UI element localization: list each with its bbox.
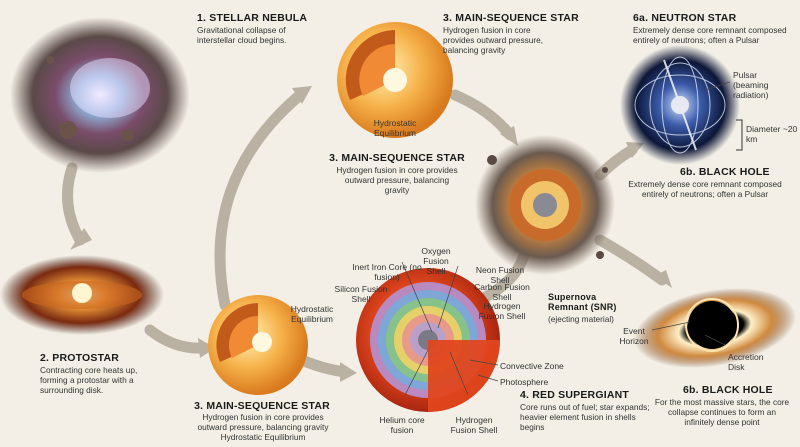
arrowhead-5 <box>500 126 518 146</box>
neutron-title: 6a. NEUTRON STAR <box>633 12 737 24</box>
neutron-desc: Extremely dense core remnant composed en… <box>633 25 787 45</box>
arrow-ms-to-sn <box>449 89 516 141</box>
black-hole-illustration <box>633 287 797 369</box>
ms-bottom-title: 3. MAIN-SEQUENCE STAR <box>194 400 330 412</box>
ms-top-title: 3. MAIN-SEQUENCE STAR <box>443 12 579 24</box>
label-inert-iron-core: Inert Iron Core (no fusion) <box>352 262 422 283</box>
arrowhead-3 <box>340 362 357 382</box>
protostar-title: 2. PROTOSTAR <box>40 352 120 364</box>
neutron-star-illustration <box>620 45 740 165</box>
label-neon-shell: Neon Fusion Shell <box>475 265 525 286</box>
bh-bottom-desc: For the most massive stars, the core col… <box>654 397 790 427</box>
label-hydrogen-shell-upper: Hydrogen Fusion Shell <box>478 301 526 322</box>
nebula-illustration <box>10 17 190 173</box>
diameter-bracket <box>736 119 743 151</box>
label-convective-zone: Convective Zone <box>500 361 564 371</box>
accretion-disk-label: Accretion Disk <box>728 352 764 373</box>
label-photosphere: Photosphere <box>500 377 549 387</box>
ms-top-desc: Hydrogen fusion in core provides outward… <box>443 25 544 55</box>
bh-mid-desc: Extremely dense core remnant composed en… <box>628 179 782 199</box>
ms-bottom-desc: Hydrogen fusion in core provides outward… <box>197 412 329 442</box>
arrow-nebula-to-protostar <box>62 162 86 246</box>
bh-mid-title: 6b. BLACK HOLE <box>680 166 770 178</box>
ms-mid-desc: Hydrogen fusion in core provides outward… <box>336 165 458 195</box>
red-supergiant-desc: Core runs out of fuel; star expands; hea… <box>520 402 650 432</box>
diameter-label: Diameter ~20 km <box>746 124 798 145</box>
arrowhead-1 <box>70 228 92 250</box>
arrowhead-8 <box>654 270 672 288</box>
arrowhead-4 <box>292 86 312 104</box>
nebula-title: 1. STELLAR NEBULA <box>197 12 308 24</box>
nebula-desc: Gravitational collapse of interstellar c… <box>197 25 287 45</box>
protostar-illustration <box>0 255 164 335</box>
arrowhead-2 <box>198 338 215 358</box>
ms-mid-title: 3. MAIN-SEQUENCE STAR <box>329 152 465 164</box>
ms-top-equilibrium-label: Hydrostatic Equilibrium <box>373 118 417 139</box>
label-oxygen-shell: Oxygen Fusion Shell <box>421 246 451 277</box>
arrow-sn-to-bh <box>594 234 668 286</box>
supernova-title: Supernova Remnant (SNR) <box>548 292 617 312</box>
label-hydrogen-shell-lower: Hydrogen Fusion Shell <box>450 415 498 436</box>
arrow-protostar-to-ms <box>144 324 211 354</box>
label-carbon-shell: Carbon Fusion Shell <box>474 282 530 303</box>
main-sequence-star-top <box>337 22 453 138</box>
bh-bottom-title: 6b. BLACK HOLE <box>683 384 773 396</box>
pulsar-label: Pulsar (beaming radiation) <box>733 70 769 101</box>
supernova-desc: (ejecting material) <box>548 314 614 324</box>
protostar-desc: Contracting core heats up, forming a pro… <box>40 365 138 395</box>
main-sequence-star-bottom <box>208 295 308 395</box>
arrow-loop-up <box>214 89 306 311</box>
ms-bottom-equilibrium-label: Hydrostatic Equilibrium <box>290 304 334 325</box>
label-silicon-shell: Silicon Fusion Shell <box>334 284 388 305</box>
event-horizon-label: Event Horizon <box>619 326 649 347</box>
label-helium-core: Helium core fusion <box>379 415 425 436</box>
red-supergiant-title: 4. RED SUPERGIANT <box>520 389 629 401</box>
supernova-illustration <box>475 135 615 275</box>
